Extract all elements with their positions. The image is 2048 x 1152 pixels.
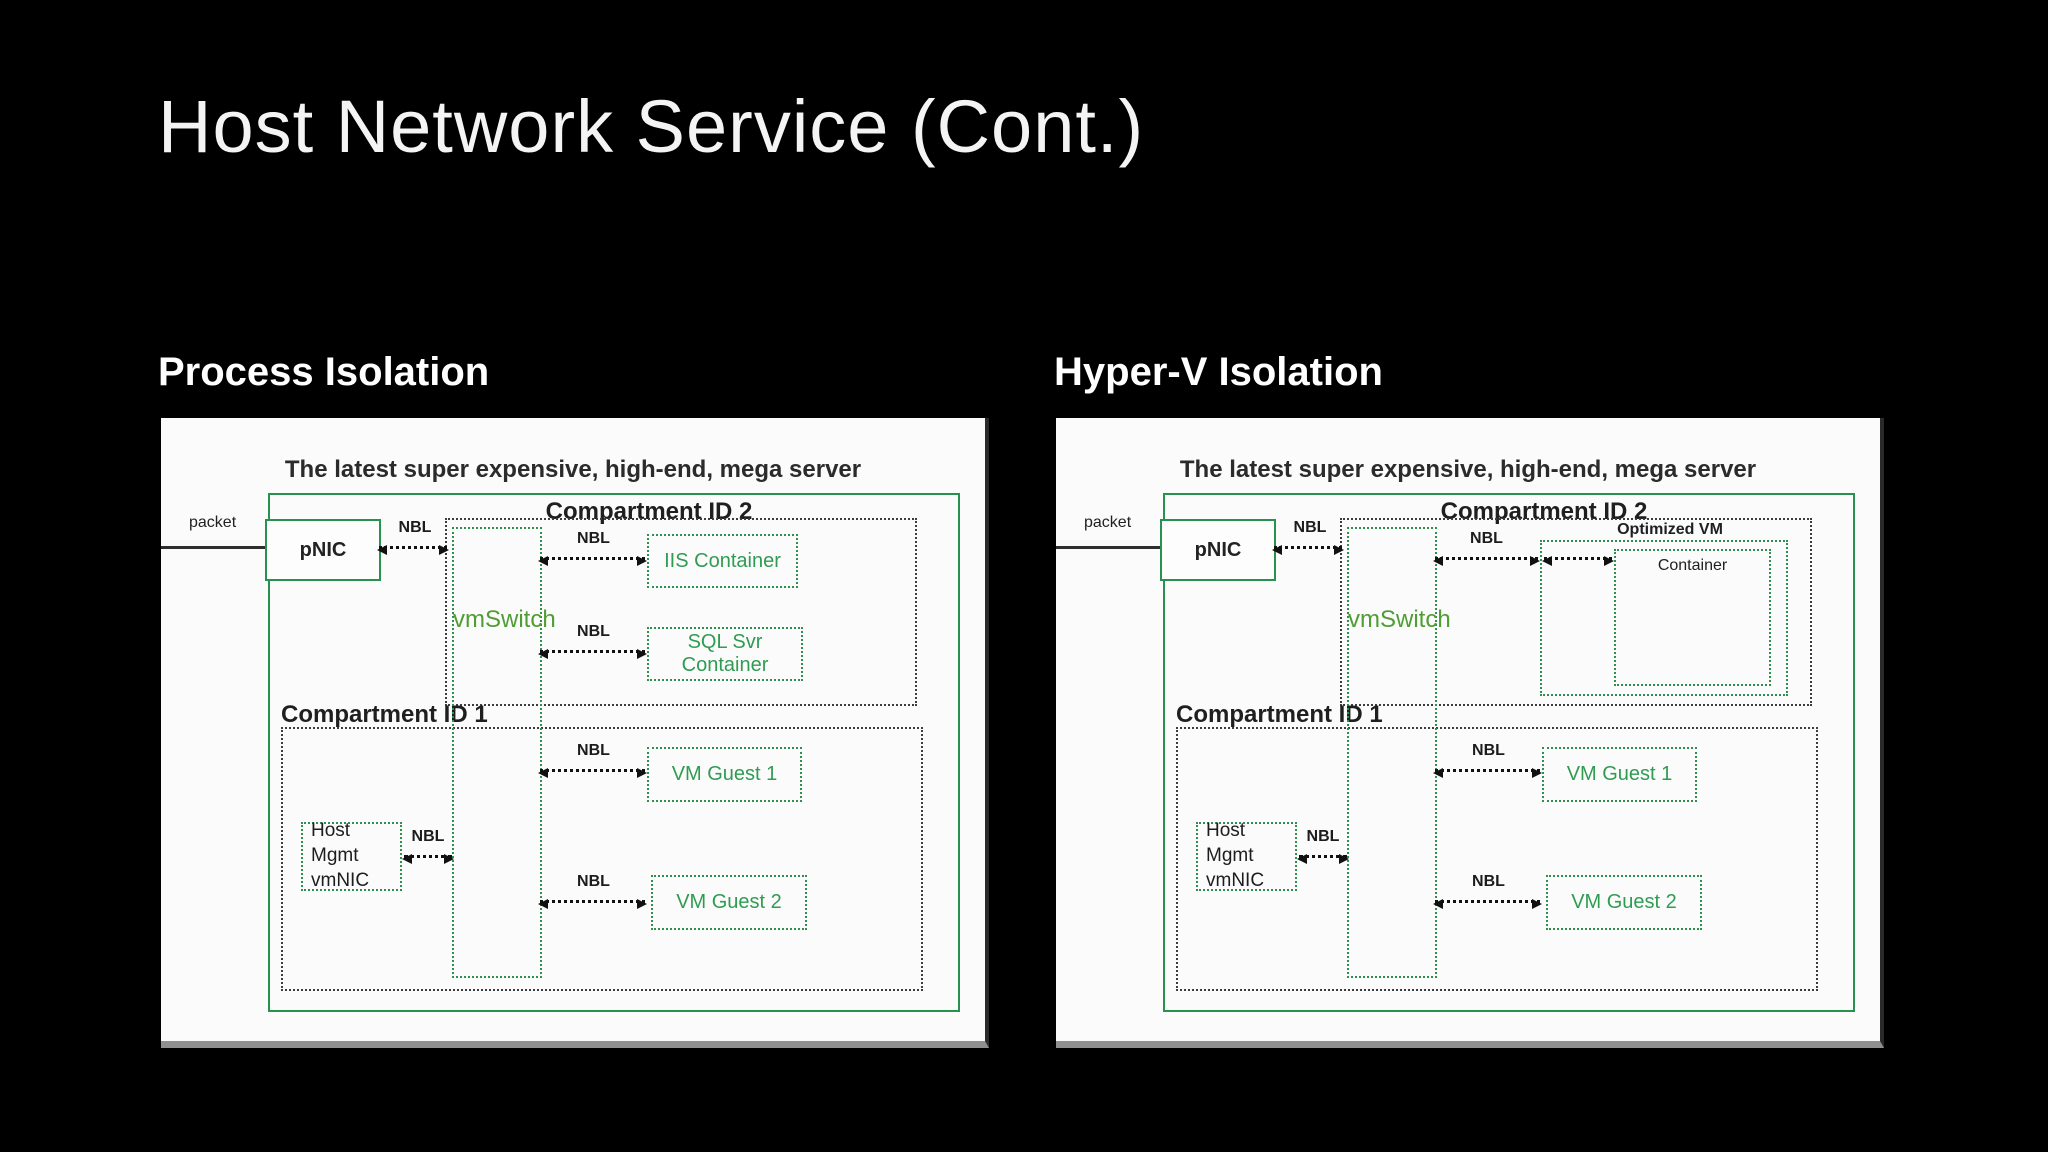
nbl-arrow-pnic-vmswitch	[1272, 545, 1344, 555]
nbl-arrow-vmswitch-vm1	[1433, 768, 1542, 778]
nbl-label: NBL	[577, 530, 610, 547]
host-mgmt-line2: vmNIC	[1206, 869, 1265, 891]
panel-hyperv-isolation: The latest super expensive, high-end, me…	[1056, 418, 1884, 1048]
packet-line	[1056, 546, 1160, 549]
host-mgmt-vmnic-box: Host Mgmt vmNIC	[1196, 820, 1297, 891]
compartment-1-box	[1176, 727, 1818, 991]
arrow-optimized-vm-container	[1542, 556, 1614, 566]
vm-guest-2-box: VM Guest 2	[651, 875, 807, 930]
sql-svr-container-box: SQL Svr Container	[647, 627, 803, 681]
optimized-vm-box	[1540, 540, 1788, 696]
nbl-arrow-vmswitch-sql	[538, 649, 647, 659]
packet-label: packet	[1084, 514, 1132, 531]
vmswitch-box	[452, 527, 542, 978]
host-mgmt-line2: vmNIC	[311, 869, 370, 891]
nbl-arrow-hostmgmt-vmswitch	[402, 854, 454, 864]
compartment-2-label: Compartment ID 2	[545, 498, 753, 525]
nbl-label: NBL	[577, 623, 610, 640]
container-label: Container	[1657, 557, 1728, 574]
packet-label: packet	[189, 514, 237, 531]
server-title: The latest super expensive, high-end, me…	[284, 456, 862, 483]
packet-line	[161, 546, 265, 549]
nbl-label: NBL	[411, 828, 445, 845]
section-heading-process: Process Isolation	[158, 350, 490, 394]
panel-process-isolation: The latest super expensive, high-end, me…	[161, 418, 989, 1048]
nbl-arrow-hostmgmt-vmswitch	[1297, 854, 1349, 864]
optimized-vm-label: Optimized VM	[1617, 521, 1723, 538]
iis-container-box: IIS Container	[647, 534, 798, 588]
host-mgmt-line1: Host Mgmt	[1206, 820, 1254, 867]
section-heading-hyperv: Hyper-V Isolation	[1054, 350, 1383, 394]
nbl-label: NBL	[577, 873, 610, 890]
vmswitch-label: vmSwitch	[453, 606, 556, 633]
host-mgmt-vmnic-box: Host Mgmt vmNIC	[301, 820, 402, 891]
nbl-arrow-vmswitch-vm1	[538, 768, 647, 778]
nbl-label: NBL	[1470, 530, 1503, 547]
nbl-label: NBL	[398, 519, 432, 536]
compartment-2-box	[1340, 518, 1812, 706]
nbl-arrow-vmswitch-iis	[538, 556, 647, 566]
nbl-label: NBL	[1306, 828, 1340, 845]
slide-title: Host Network Service (Cont.)	[158, 85, 1145, 168]
nbl-label: NBL	[1472, 873, 1505, 890]
server-outer-box	[268, 493, 960, 1012]
server-outer-box	[1163, 493, 1855, 1012]
container-box: Container	[1614, 549, 1771, 686]
nbl-arrow-pnic-vmswitch	[377, 545, 449, 555]
nbl-label: NBL	[577, 742, 610, 759]
vmswitch-label: vmSwitch	[1348, 606, 1451, 633]
compartment-2-label: Compartment ID 2	[1440, 498, 1648, 525]
compartment-2-box	[445, 518, 917, 706]
pnic-box: pNIC	[1160, 519, 1276, 581]
pnic-box: pNIC	[265, 519, 381, 581]
compartment-1-box	[281, 727, 923, 991]
nbl-label: NBL	[1472, 742, 1505, 759]
nbl-arrow-vmswitch-vm2	[538, 899, 647, 909]
server-title: The latest super expensive, high-end, me…	[1179, 456, 1757, 483]
vmswitch-box	[1347, 527, 1437, 978]
nbl-arrow-vmswitch-vm2	[1433, 899, 1542, 909]
vm-guest-2-box: VM Guest 2	[1546, 875, 1702, 930]
host-mgmt-line1: Host Mgmt	[311, 820, 359, 867]
nbl-label: NBL	[1293, 519, 1327, 536]
vm-guest-1-box: VM Guest 1	[647, 747, 802, 802]
vm-guest-1-box: VM Guest 1	[1542, 747, 1697, 802]
nbl-arrow-vmswitch-optimized-vm	[1433, 556, 1540, 566]
